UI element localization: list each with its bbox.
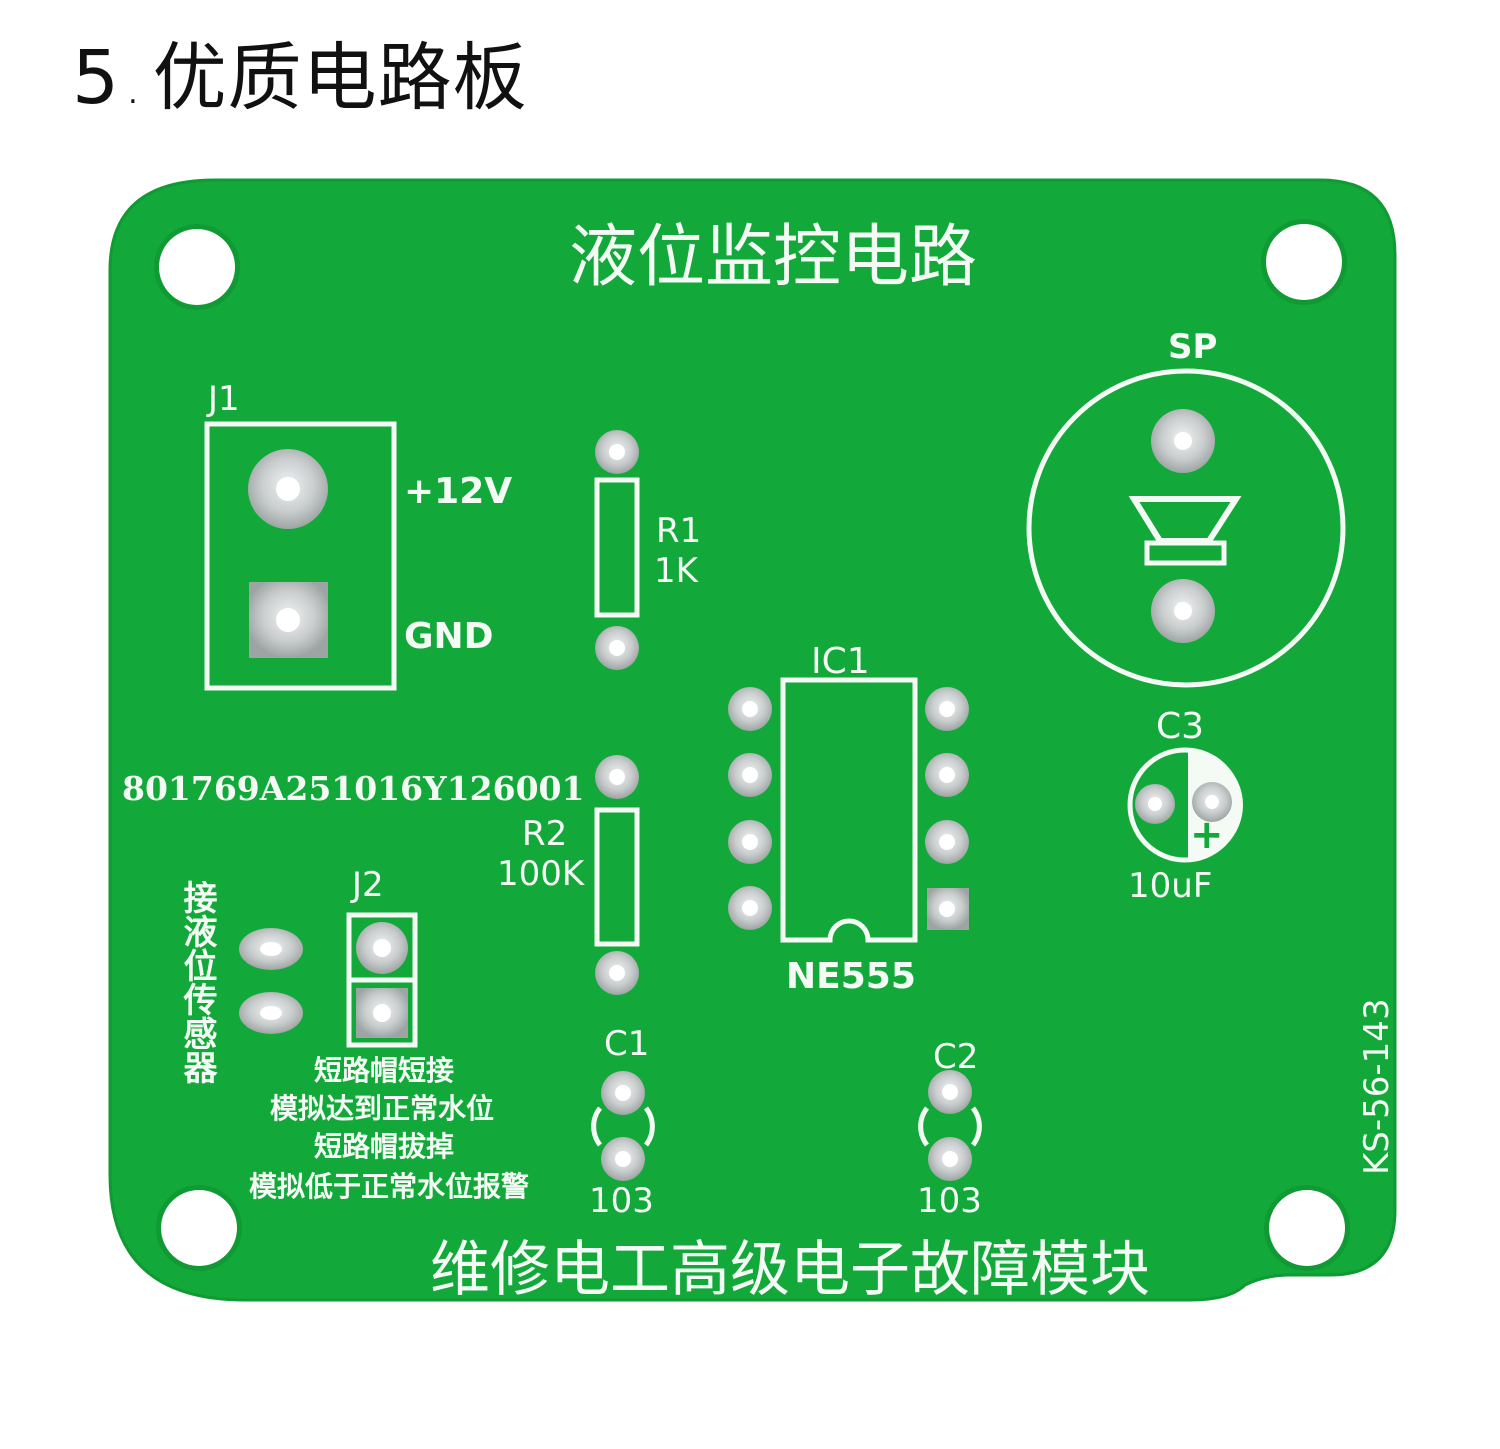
board-model: KS-56-143: [1357, 998, 1397, 1175]
speaker-sp: SP: [1026, 327, 1346, 688]
page-heading: 5. 优质电路板: [72, 18, 528, 125]
j1-pin1-label: +12V: [404, 471, 512, 512]
mounting-holes: [154, 219, 1350, 1271]
c1-ref: C1: [604, 1024, 649, 1064]
r1-ref: R1: [656, 511, 701, 551]
note-line-2: 模拟达到正常水位: [270, 1092, 494, 1125]
note-line-4: 模拟低于正常水位报警: [249, 1170, 529, 1203]
capacitor-c1: C1 103: [589, 1024, 655, 1221]
board-footer: 维修电工高级电子故障模块: [430, 1235, 1150, 1305]
c2-value: 103: [917, 1181, 982, 1221]
heading-dot: .: [128, 76, 139, 111]
ic1-pins: [728, 687, 969, 930]
jumper-j2: J2: [346, 865, 418, 1048]
connector-j1: J1 +12V GND: [204, 379, 512, 691]
note-line-3: 短路帽拔掉: [314, 1130, 454, 1163]
heading-number: 5: [72, 35, 121, 121]
r2-ref: R2: [522, 814, 567, 854]
c3-polarity: +: [1190, 812, 1224, 858]
sensor-label: 接液位传感器: [177, 880, 218, 1084]
heading-text: 优质电路板: [152, 35, 528, 121]
j2-ref: J2: [350, 865, 384, 905]
speaker-base-icon: [1144, 540, 1227, 566]
note-line-1: 短路帽短接: [314, 1054, 454, 1087]
pcb-board: [108, 178, 1397, 1302]
r2-value: 100K: [497, 854, 586, 894]
board-code: 801769A251016Y126001: [122, 769, 584, 808]
board-title: 液位监控电路: [569, 218, 977, 297]
ic1-ref: IC1: [811, 641, 870, 682]
resistor-r2: R2 100K: [497, 755, 640, 995]
resistor-r1: R1 1K: [594, 430, 701, 670]
capacitor-c2: C2 103: [917, 1037, 982, 1221]
c3-value: 10uF: [1128, 866, 1212, 906]
sp-ref: SP: [1168, 327, 1217, 367]
r1-value: 1K: [654, 551, 700, 591]
j1-ref: J1: [206, 379, 240, 419]
capacitor-c3: C3 + 10uF: [1127, 706, 1243, 906]
c1-value: 103: [589, 1181, 654, 1221]
jumper-notes: 短路帽短接 模拟达到正常水位 短路帽拔掉 模拟低于正常水位报警: [249, 1054, 529, 1203]
c3-ref: C3: [1156, 706, 1204, 747]
ic1-value: NE555: [786, 956, 916, 997]
sensor-pads: [239, 928, 303, 1034]
ic1-ne555: IC1 NE555: [728, 641, 969, 997]
c2-ref: C2: [933, 1037, 978, 1077]
j1-pin2-label: GND: [404, 616, 494, 657]
